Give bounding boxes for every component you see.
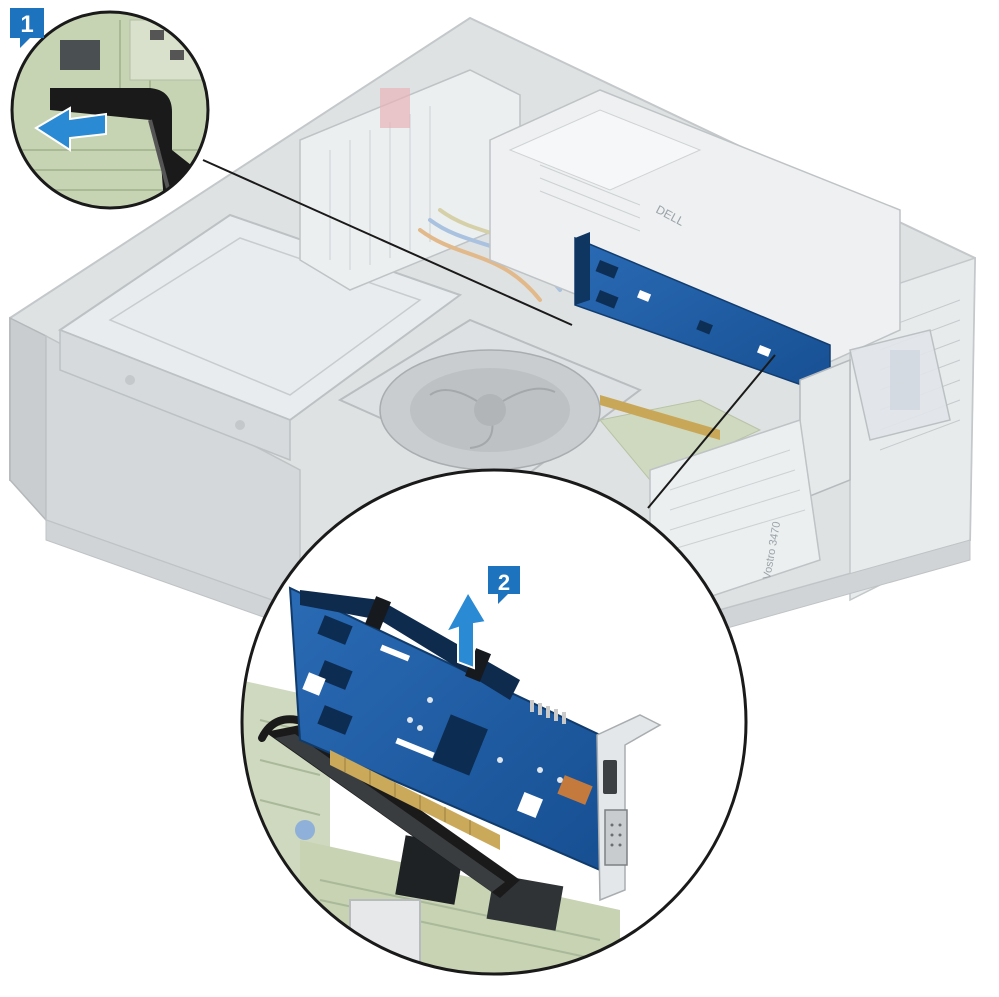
power-supply: DELL [489,89,901,381]
pcie-bracket [799,329,951,502]
step-1-badge-icon: 1 [10,8,44,48]
callout-step-2: 2 [240,468,748,976]
rear-cage: Vostro 3470 [649,419,821,601]
callout-leader-lines [202,159,776,509]
step-2-badge-icon: 2 [488,566,520,604]
leader-line-step-1 [202,159,573,326]
hdd-cage [299,69,521,291]
lift-arrow-icon [443,589,488,670]
expansion-card-bracket [596,714,662,902]
step-2-number: 2 [498,570,510,595]
cpu-fan-shroud [337,318,643,482]
leader-line-step-2 [647,354,776,509]
callout-step-1: 1 [10,8,210,210]
step-1-number: 1 [20,11,33,38]
push-latch-arrow-icon [34,106,107,152]
